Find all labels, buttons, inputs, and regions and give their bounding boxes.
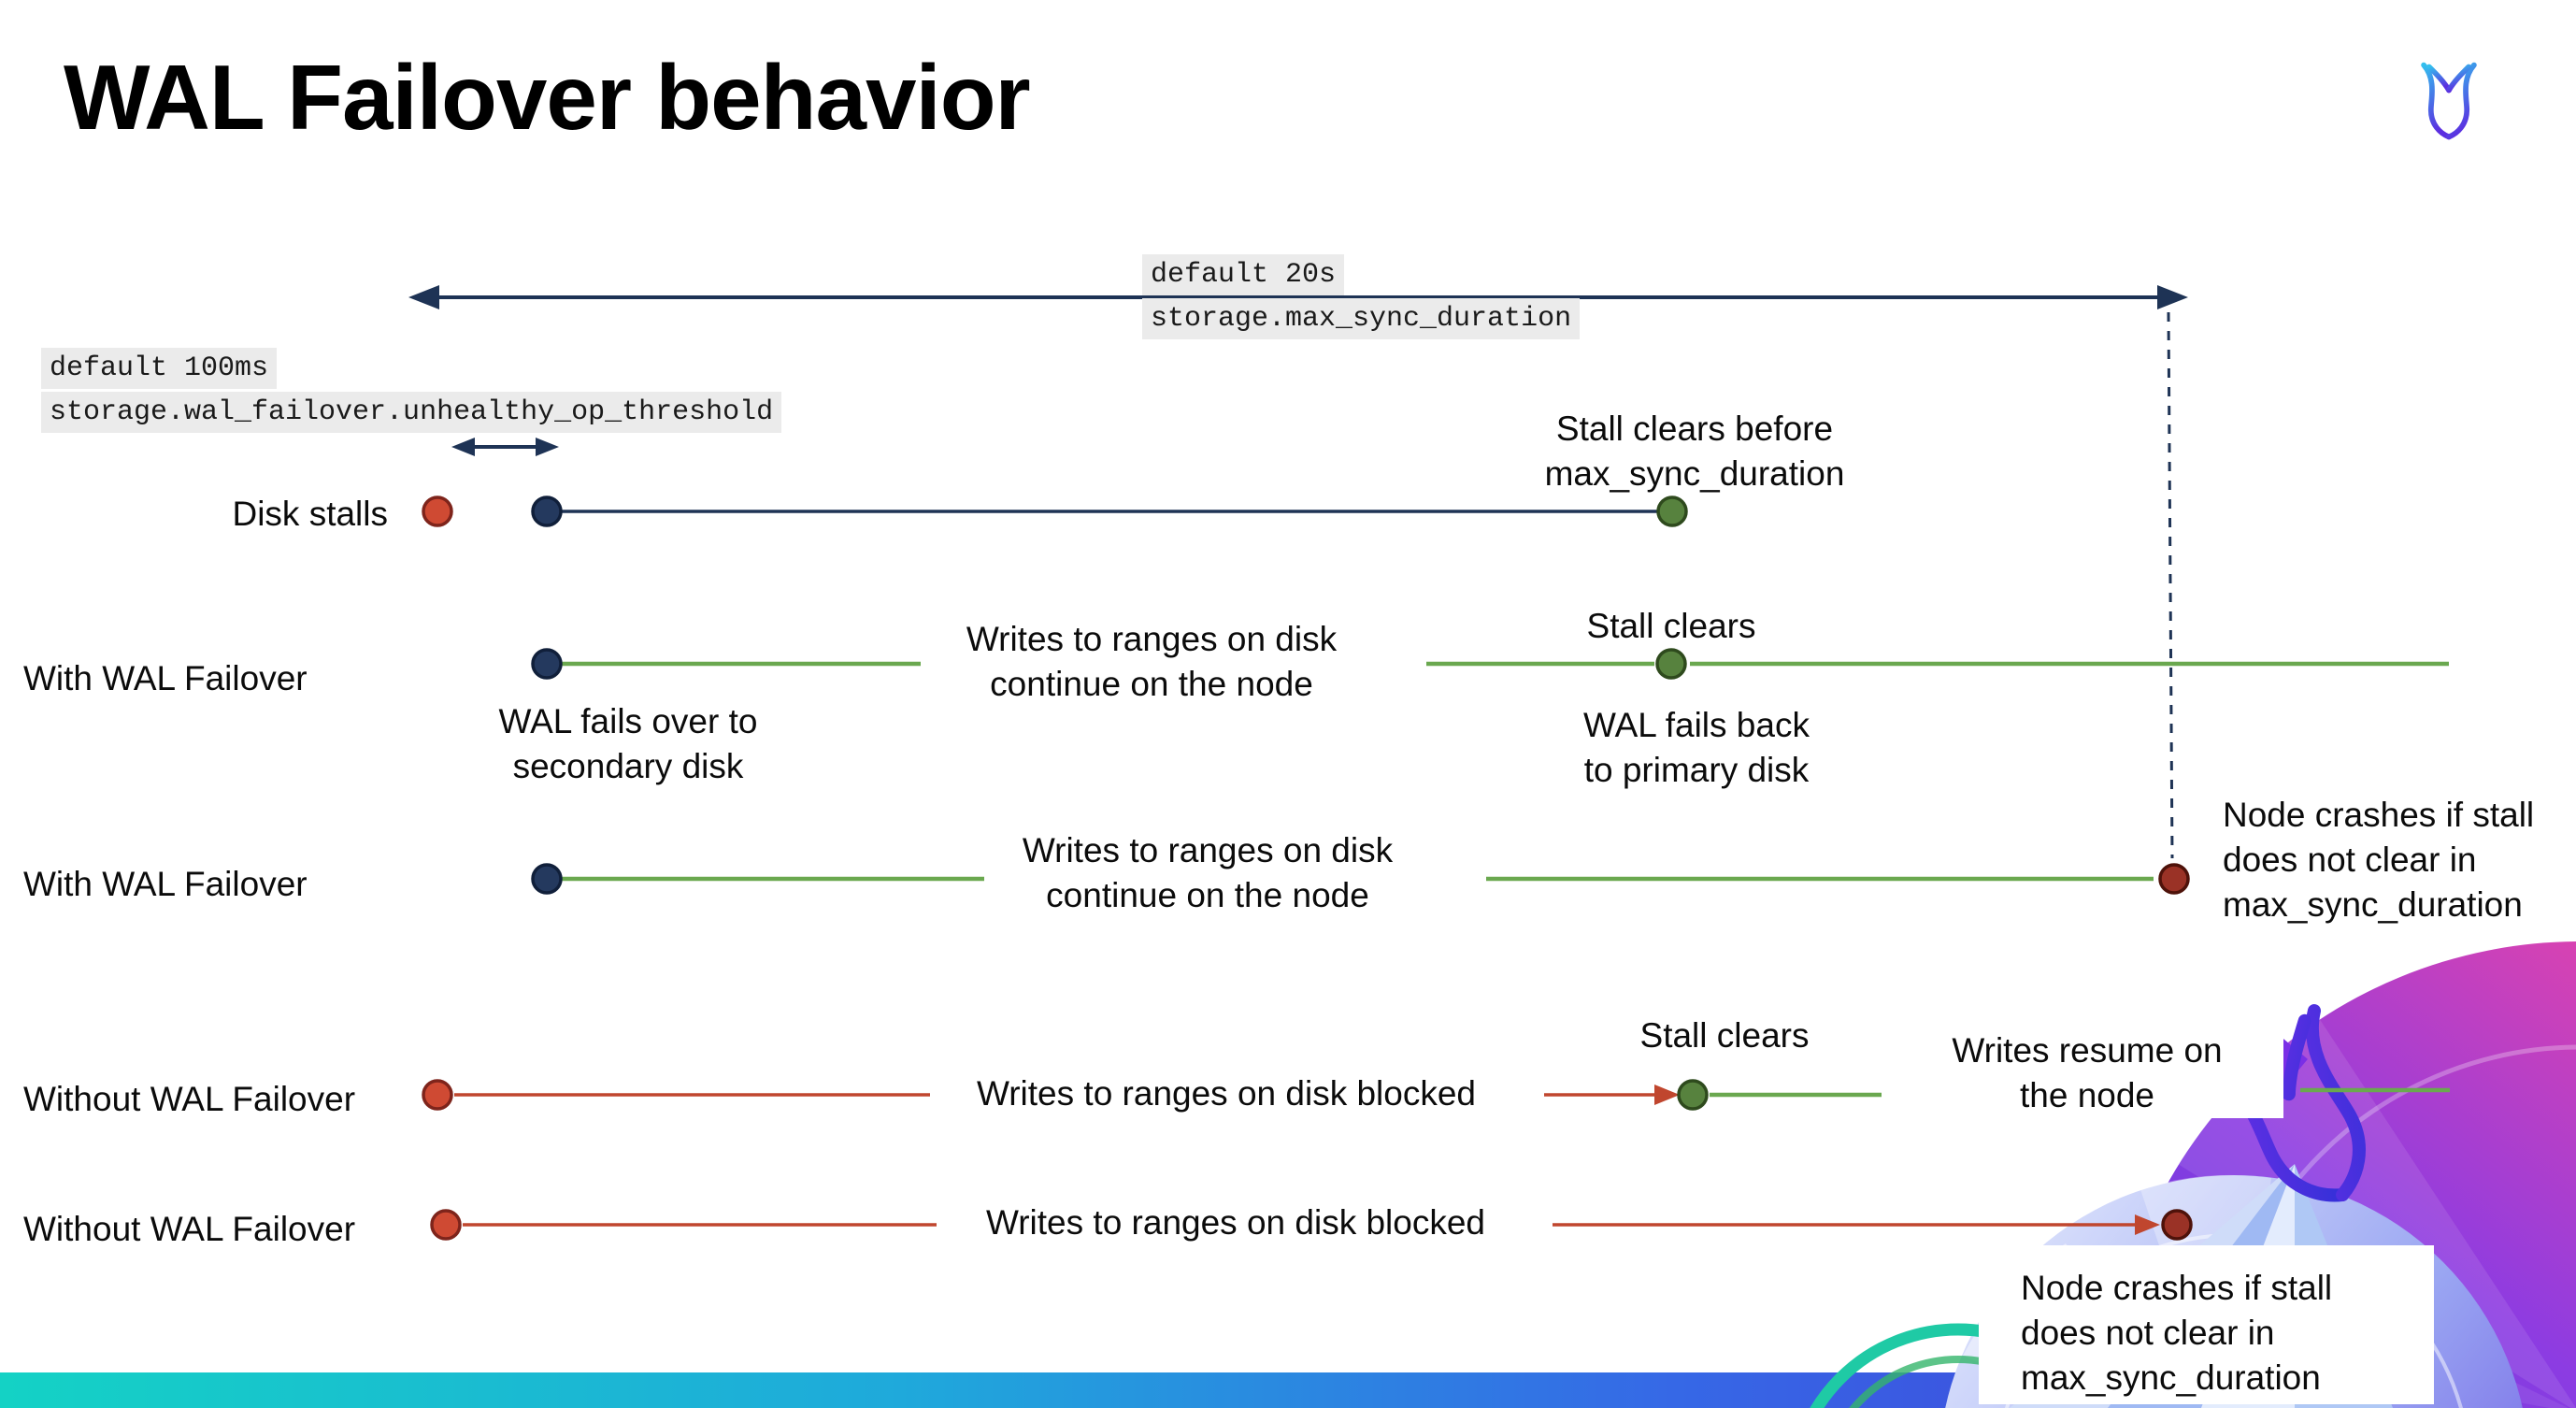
green-arc (1849, 1356, 2068, 1408)
row-label-disk-stalls: Disk stalls (232, 495, 388, 533)
note-node-crashes-1: Node crashes if stall does not clear in … (2223, 796, 2535, 924)
teal-arc (1810, 1323, 2107, 1408)
row-disk-stalls (422, 496, 1688, 527)
threshold-setting-name: storage.wal_failover.unhealthy_op_thresh… (41, 392, 782, 433)
stall-clear-dot (1677, 1079, 1709, 1111)
note-writes-continue-2: Writes to ranges on disk continue on the… (1022, 831, 1394, 914)
crash-dot (2158, 863, 2190, 895)
max-sync-dashed-line (2167, 311, 2174, 859)
note-writes-blocked-1: Writes to ranges on disk blocked (976, 1074, 1477, 1113)
row-label-without-wal-failover-2: Without WAL Failover (23, 1210, 356, 1248)
note-wal-fails-over: WAL fails over to secondary disk (498, 702, 758, 785)
callout-max-sync-duration: default 20s storage.max_sync_duration (1142, 254, 1581, 342)
stall-start-dot (422, 496, 453, 527)
failover-dot (531, 648, 563, 680)
failover-dot (531, 863, 563, 895)
page-title: WAL Failover behavior (64, 46, 1031, 149)
note-node-crashes-2: Node crashes if stall does not clear in … (2021, 1269, 2333, 1397)
threshold-default-value: default 100ms (41, 348, 278, 389)
cockroachdb-logo-icon (2421, 62, 2477, 140)
blocked-arrowhead (2135, 1214, 2160, 1235)
stall-clear-dot (1656, 496, 1688, 527)
row-without-failover-clears (422, 1079, 2450, 1111)
failover-threshold-dot (531, 496, 563, 527)
note-stall-clears-2: Stall clears (1639, 1016, 1810, 1055)
row-label-with-wal-failover-2: With WAL Failover (23, 865, 308, 903)
max-sync-setting-name: storage.max_sync_duration (1142, 298, 1581, 339)
note-writes-blocked-2: Writes to ranges on disk blocked (985, 1203, 1486, 1242)
stall-start-dot (422, 1079, 453, 1111)
max-sync-span-arrow (408, 285, 2188, 309)
note-writes-continue-1: Writes to ranges on disk continue on the… (966, 620, 1338, 703)
threshold-span-arrow (451, 438, 559, 456)
callout-unhealthy-op-threshold: default 100ms storage.wal_failover.unhea… (41, 348, 782, 436)
row-with-failover-crash (531, 863, 2190, 895)
stall-clear-dot (1655, 648, 1687, 680)
note-writes-resume: Writes resume on the node (1891, 1028, 2283, 1118)
row-with-failover-clears (531, 648, 2449, 680)
row-label-without-wal-failover-1: Without WAL Failover (23, 1080, 356, 1118)
note-wal-fails-back: WAL fails back to primary disk (1583, 706, 1810, 789)
blocked-arrowhead (1654, 1085, 1680, 1105)
row-without-failover-crash (430, 1209, 2193, 1241)
note-stall-clears-before: Stall clears before max_sync_duration (1544, 409, 1845, 493)
stall-start-dot (430, 1209, 462, 1241)
note-stall-clears-1: Stall clears (1586, 607, 1756, 645)
crash-dot (2161, 1209, 2193, 1241)
max-sync-default-value: default 20s (1142, 254, 1345, 295)
row-label-with-wal-failover-1: With WAL Failover (23, 659, 308, 697)
crash-note-box: Node crashes if stall does not clear in … (1979, 1245, 2434, 1404)
